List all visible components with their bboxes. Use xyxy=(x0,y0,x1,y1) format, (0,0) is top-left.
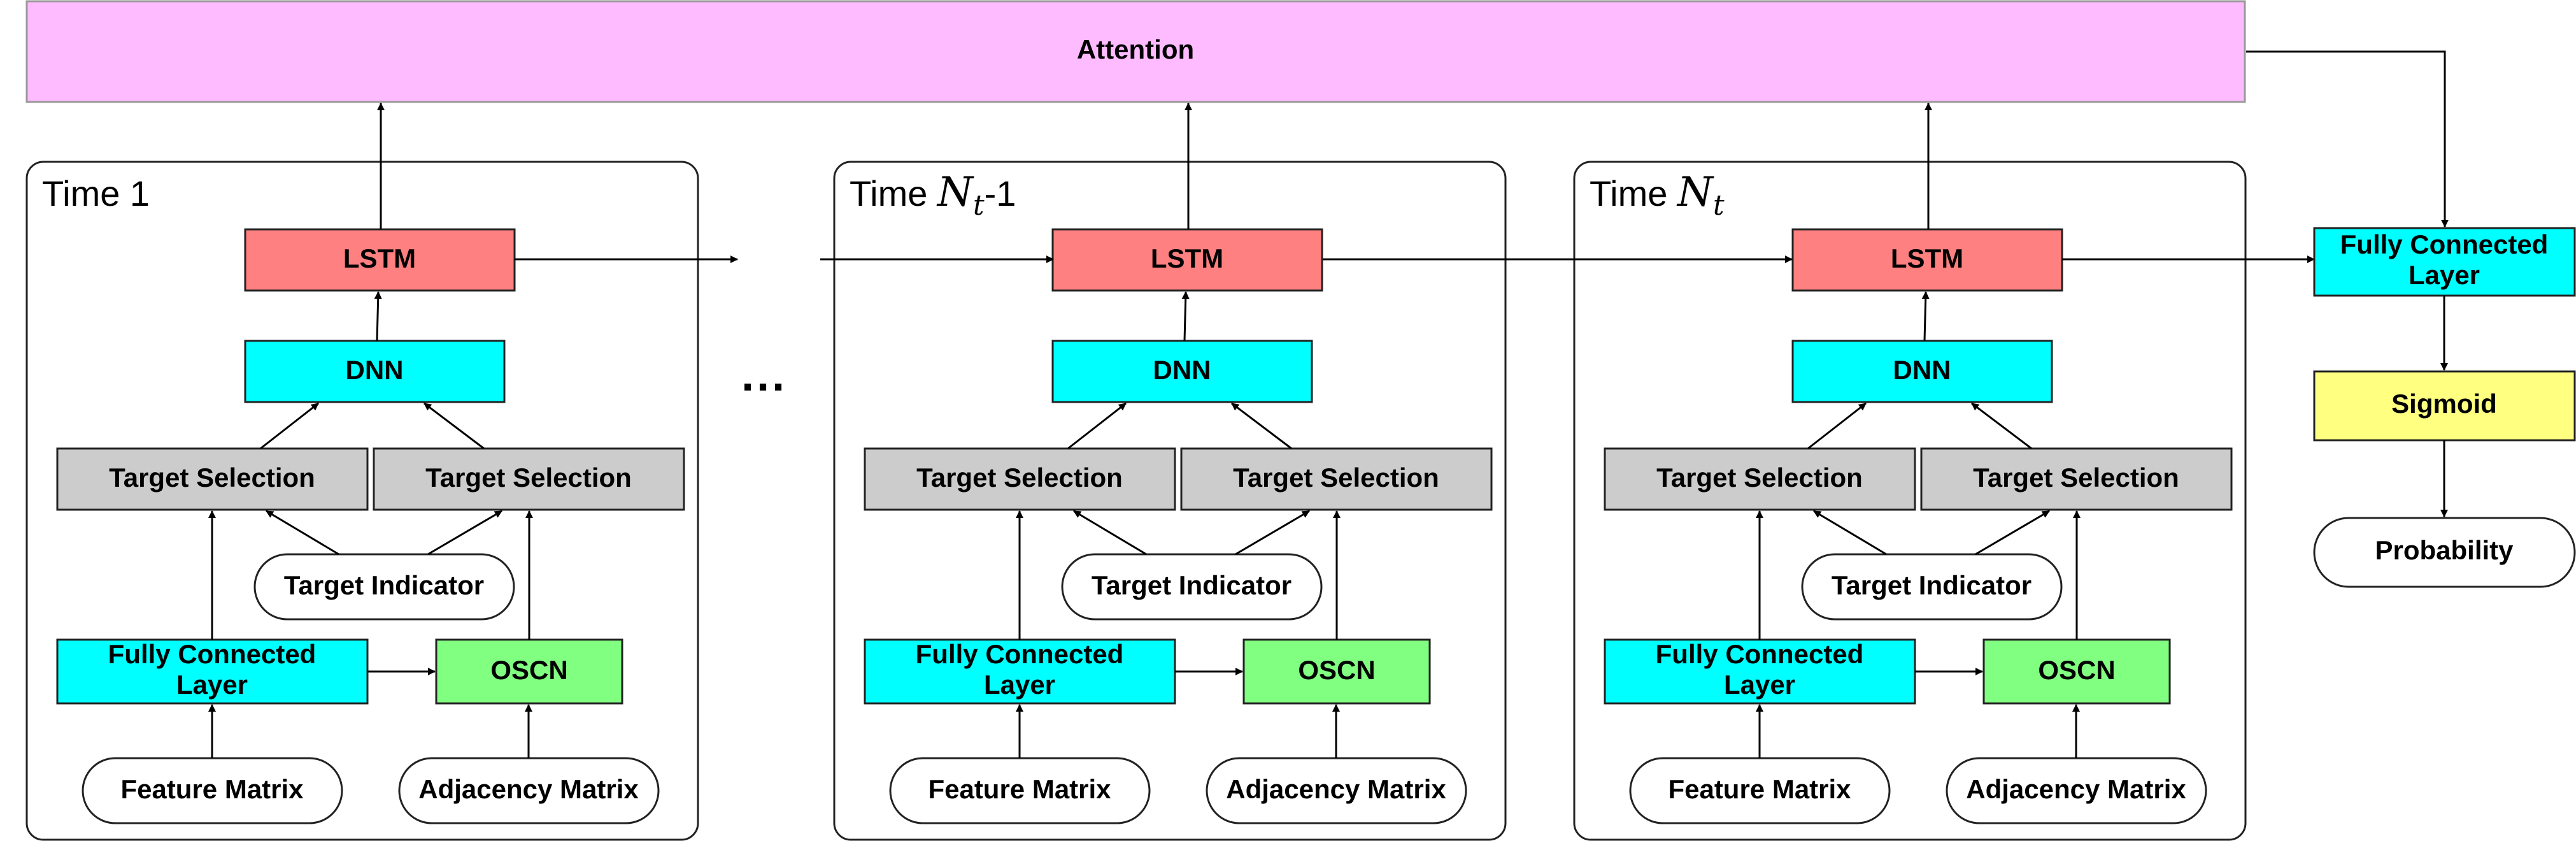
edge-target-selection-right-to-dnn xyxy=(1231,402,1292,450)
panel-title-var: N xyxy=(936,169,974,216)
target-selection-left-label: Target Selection xyxy=(109,463,315,492)
edge-target-indicator-to-right-selection xyxy=(1975,510,2050,556)
feature-matrix-label: Feature Matrix xyxy=(120,774,304,804)
oscn-label: OSCN xyxy=(1298,655,1375,685)
target-selection-left-box xyxy=(1604,447,1916,511)
edge-target-selection-left-to-dnn xyxy=(1807,402,1867,450)
edge-target-indicator-to-right-selection xyxy=(1235,510,1310,556)
target-indicator-label: Target Indicator xyxy=(1092,570,1292,600)
feature-matrix-label: Feature Matrix xyxy=(928,774,1111,804)
ellipsis: ··· xyxy=(741,362,787,413)
time-panel-1: Time 1 LSTM DNN Target Selection Target Sele… xyxy=(25,161,699,841)
panel-title-prefix: Time xyxy=(1590,173,1677,213)
edge-dnn-to-lstm xyxy=(1181,291,1190,341)
target-indicator-label: Target Indicator xyxy=(1832,570,2032,600)
dnn-box xyxy=(1791,340,2053,403)
adjacency-matrix-label: Adjacency Matrix xyxy=(1226,774,1446,804)
dnn-box xyxy=(1051,340,1313,403)
panel-title: Time Nt xyxy=(1590,169,1725,222)
lstm-label: LSTM xyxy=(1891,243,1963,273)
target-indicator-box xyxy=(1801,553,2063,621)
target-indicator-box xyxy=(1061,553,1323,621)
dnn-label: DNN xyxy=(346,355,404,385)
fc-layer-label-line2: Layer xyxy=(176,670,248,700)
attention-box xyxy=(25,0,2246,103)
edge-target-indicator-to-left-selection xyxy=(1813,510,1887,556)
attention-label: Attention xyxy=(1077,34,1194,64)
adjacency-matrix-label: Adjacency Matrix xyxy=(1966,774,2186,804)
oscn-box xyxy=(1982,638,2171,705)
lstm-to-attention-edges xyxy=(377,103,1932,229)
edge-target-selection-right-to-dnn xyxy=(1971,402,2032,450)
target-selection-left-box xyxy=(864,447,1176,511)
panel-title-prefix: Time 1 xyxy=(42,173,150,213)
time-step-panels: Time 1 LSTM DNN Target Selection Target Sele… xyxy=(25,161,2247,841)
fc-layer-label-line1: Fully Connected xyxy=(108,639,317,669)
oscn-label: OSCN xyxy=(2038,655,2115,685)
output-fc-label-line1: Fully Connected xyxy=(2340,229,2549,259)
panel-title: Time 1 xyxy=(42,173,150,213)
panel-title: Time Nt-1 xyxy=(850,169,1016,222)
panel-title-sub: t xyxy=(1713,189,1725,222)
fc-layer-label-line2: Layer xyxy=(1724,670,1795,700)
target-selection-right-label: Target Selection xyxy=(1233,463,1439,492)
lstm-label: LSTM xyxy=(343,243,416,273)
target-indicator-box xyxy=(253,553,515,621)
dnn-label: DNN xyxy=(1893,355,1951,385)
target-selection-right-label: Target Selection xyxy=(1973,463,2179,492)
panel-title-var: N xyxy=(1676,169,1714,216)
fc-layer-box xyxy=(864,638,1176,705)
target-selection-left-label: Target Selection xyxy=(1656,463,1863,492)
lstm-label: LSTM xyxy=(1151,243,1223,273)
edge-dnn-to-lstm xyxy=(1921,291,1930,341)
probability-box xyxy=(2313,517,2576,588)
edge-target-selection-left-to-dnn xyxy=(260,402,319,450)
fc-layer-label-line1: Fully Connected xyxy=(1656,639,1864,669)
oscn-box xyxy=(1242,638,1431,705)
target-selection-right-label: Target Selection xyxy=(425,463,632,492)
fc-layer-label-line2: Layer xyxy=(984,670,1055,700)
target-selection-right-box xyxy=(1180,447,1493,511)
feature-matrix-label: Feature Matrix xyxy=(1668,774,1851,804)
dnn-label: DNN xyxy=(1153,355,1211,385)
panel-title-prefix: Time xyxy=(850,173,937,213)
target-indicator-label: Target Indicator xyxy=(284,570,484,600)
attention-block: Attention xyxy=(25,0,2246,103)
output-fc-label-line2: Layer xyxy=(2409,260,2480,290)
edge-target-selection-left-to-dnn xyxy=(1067,402,1127,450)
sigmoid-label: Sigmoid xyxy=(2391,389,2497,419)
edge-dnn-to-lstm xyxy=(374,291,382,341)
output-fc-box xyxy=(2313,227,2576,297)
edge-target-indicator-to-left-selection xyxy=(1073,510,1147,556)
fc-layer-label-line1: Fully Connected xyxy=(916,639,1124,669)
fc-layer-box xyxy=(56,638,369,705)
output-column: Fully Connected Layer Sigmoid Probabilit… xyxy=(2313,227,2576,588)
dnn-box xyxy=(244,340,506,403)
panel-title-sub: t xyxy=(973,189,985,222)
adjacency-matrix-label: Adjacency Matrix xyxy=(418,774,639,804)
target-selection-right-box xyxy=(373,447,685,511)
probability-label: Probability xyxy=(2375,535,2514,565)
oscn-label: OSCN xyxy=(490,655,567,685)
target-selection-right-box xyxy=(1920,447,2233,511)
edge-target-selection-right-to-dnn xyxy=(423,402,485,450)
target-selection-left-box xyxy=(56,447,369,511)
panel-title-suffix: -1 xyxy=(985,173,1016,213)
target-selection-left-label: Target Selection xyxy=(916,463,1123,492)
edge-attention-to-output-fc xyxy=(2246,50,2449,227)
edge-target-indicator-to-left-selection xyxy=(266,510,339,556)
edge-target-indicator-to-right-selection xyxy=(427,510,502,556)
